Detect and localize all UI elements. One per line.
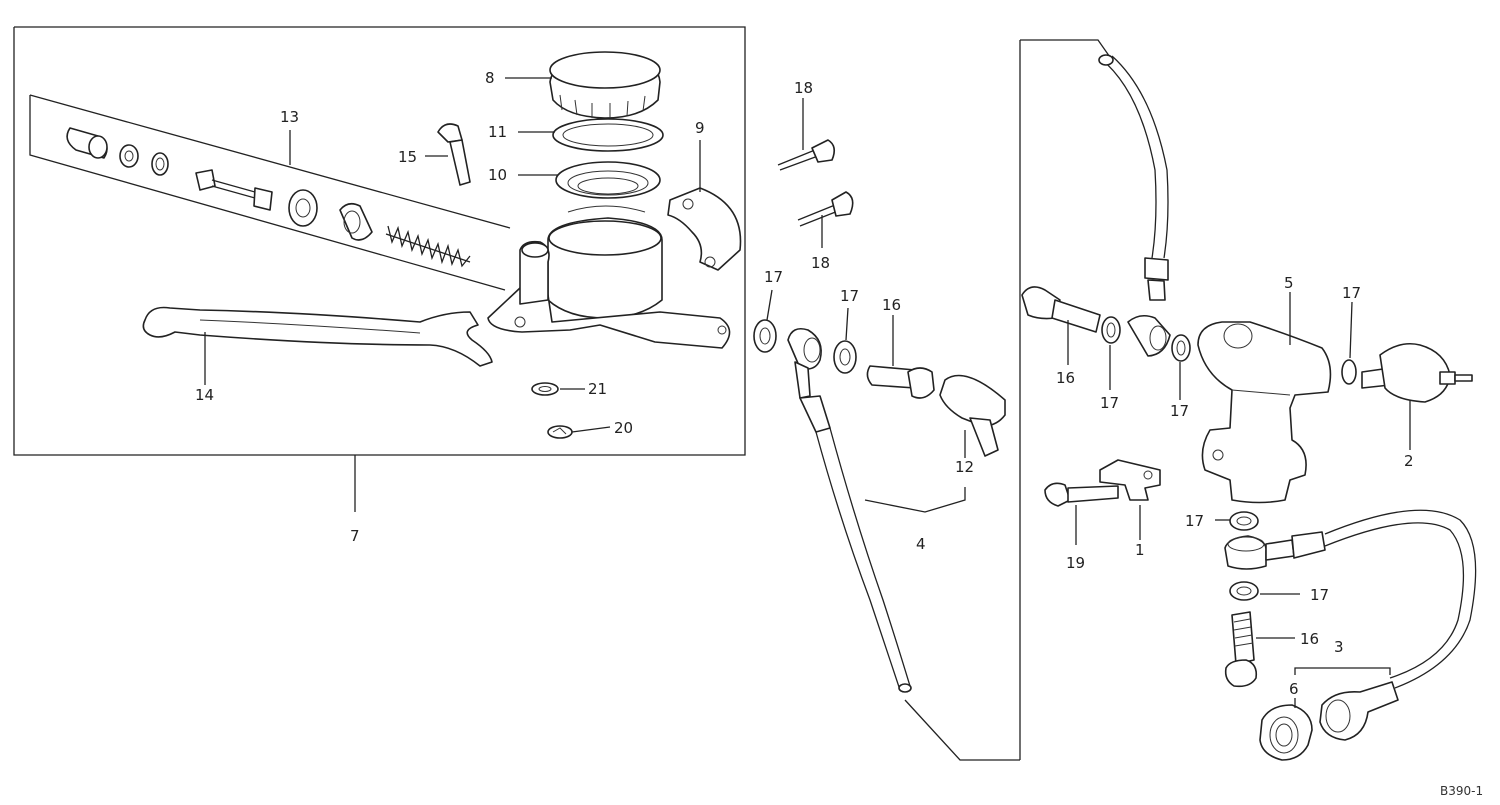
reservoir-cap [549, 51, 661, 119]
push-rod [195, 169, 273, 211]
hose-cap-12 [939, 374, 1006, 457]
banjo-bolt-16-lower [1224, 611, 1258, 688]
label-17-g: 17 [1310, 586, 1329, 604]
primary-cup [339, 202, 373, 241]
stop-switch [1361, 342, 1473, 450]
label-4: 4 [916, 535, 926, 553]
three-way-joint [1197, 321, 1332, 504]
holder-clamp [667, 187, 742, 271]
seal-ring-b [151, 152, 169, 176]
cap-diaphragm-plate [552, 118, 664, 152]
label-17-f: 17 [1185, 512, 1204, 530]
label-17-d: 17 [1100, 394, 1119, 412]
piston-kit-strip [29, 94, 511, 291]
small-clip-20 [547, 425, 573, 439]
diaphragm [555, 161, 661, 199]
master-cylinder-body [487, 205, 731, 349]
washer-17-lower-a [1229, 511, 1259, 531]
label-1: 1 [1135, 541, 1145, 559]
return-spring [385, 225, 471, 268]
label-17-c: 17 [1342, 284, 1361, 302]
label-13: 13 [280, 108, 299, 126]
lower-banjo [1224, 531, 1326, 570]
brake-lever [142, 306, 493, 385]
leader-lines [425, 77, 1353, 708]
label-19: 19 [1066, 554, 1085, 572]
label-8: 8 [485, 69, 495, 87]
label-18-bottom: 18 [811, 254, 830, 272]
label-21: 21 [588, 380, 607, 398]
assembly-7-box [13, 26, 746, 512]
grommet-6 [1259, 704, 1313, 761]
label-16-b: 16 [1056, 369, 1075, 387]
hose-bracket-lines [904, 39, 1113, 761]
brake-hose-vertical [1098, 54, 1171, 357]
label-18-top: 18 [794, 79, 813, 97]
hose-end-fitting [1319, 681, 1399, 741]
pivot-bolt [437, 123, 471, 186]
label-17-e: 17 [1170, 402, 1189, 420]
label-7: 7 [350, 527, 360, 545]
label-2: 2 [1404, 452, 1414, 470]
label-14: 14 [195, 386, 214, 404]
part-labels: 8 11 10 9 13 15 14 21 20 7 18 18 17 17 1… [195, 69, 1483, 798]
washer-17-lower-b [1229, 581, 1259, 601]
bolt-18-lower [797, 191, 854, 227]
label-5: 5 [1284, 274, 1294, 292]
label-10: 10 [488, 166, 507, 184]
hose-clamp [1099, 459, 1161, 540]
small-washer-21 [531, 382, 559, 396]
label-9: 9 [695, 119, 705, 137]
bolt-18-upper [777, 139, 836, 171]
washer-17-switch [1341, 359, 1357, 385]
brake-hose-lower [1294, 509, 1477, 689]
label-16-c: 16 [1300, 630, 1319, 648]
label-6: 6 [1289, 680, 1299, 698]
bolt-19 [1044, 482, 1119, 545]
banjo-bolt-16-left [866, 365, 935, 399]
washer-17-right-a [1101, 316, 1121, 344]
label-11: 11 [488, 123, 507, 141]
label-17-b: 17 [840, 287, 859, 305]
label-12: 12 [955, 458, 974, 476]
seal-ring-a [119, 144, 139, 168]
washer-17-right-b [1171, 334, 1191, 362]
piston-cup [66, 127, 108, 159]
label-20: 20 [614, 419, 633, 437]
label-17-a: 17 [764, 268, 783, 286]
label-16-a: 16 [882, 296, 901, 314]
drawing-code: B390-1 [1440, 784, 1483, 798]
brake-hose-upper [753, 319, 966, 693]
banjo-bolt-16-right [1021, 286, 1101, 365]
label-3: 3 [1334, 638, 1344, 656]
piston [288, 189, 318, 227]
label-15: 15 [398, 148, 417, 166]
